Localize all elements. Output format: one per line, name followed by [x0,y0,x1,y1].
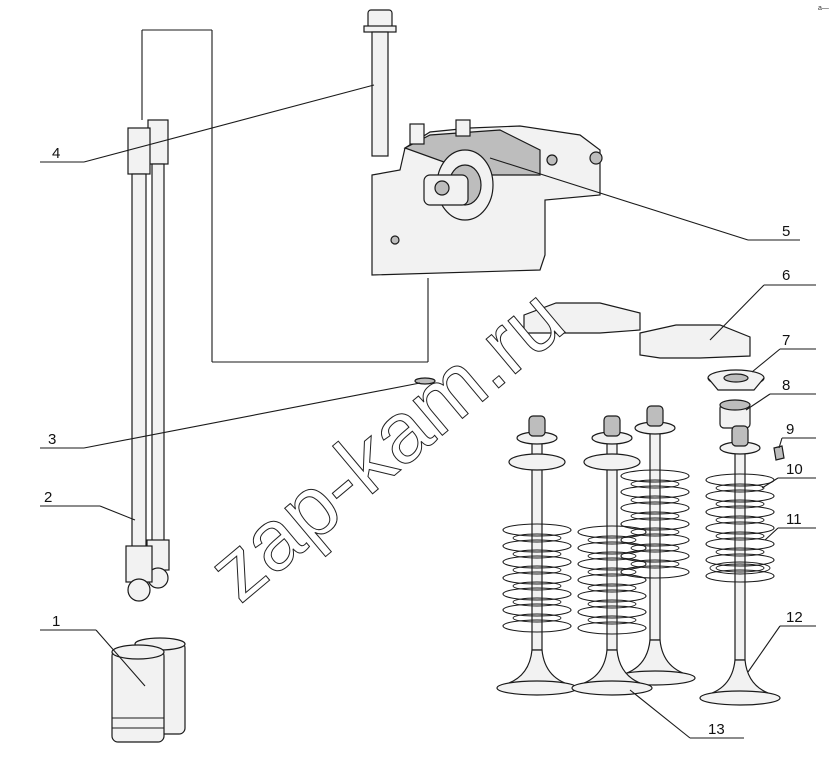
part-5-rocker-assembly [371,119,603,276]
callout-10: 10 [786,461,803,478]
part-8-valve-stem-seal [719,399,751,429]
part-2-push-rods [125,119,170,602]
part-9-collet [773,445,785,461]
callout-12: 12 [786,609,803,626]
callout-11: 11 [786,511,802,528]
callout-13: 13 [708,721,725,738]
callout-8: 8 [782,377,790,394]
valve-assembly-2 [614,405,696,686]
part-7-spring-retainer [707,369,765,391]
callout-9: 9 [786,421,794,438]
valve-assembly-1 [496,415,578,696]
valve-assembly-3 [571,415,653,696]
callout-4: 4 [52,145,60,162]
callout-3: 3 [48,431,56,448]
callout-6: 6 [782,267,790,284]
callout-5: 5 [782,223,790,240]
part-3-ring [414,377,436,385]
part-6-valve-bridges [523,302,751,359]
callout-1: 1 [52,613,60,630]
leader-lines [40,84,816,739]
callout-2: 2 [44,489,52,506]
callout-7: 7 [782,332,790,349]
part-4-bolt [363,9,397,157]
corner-mark: a— [818,5,829,12]
part-10-11-12-valve-with-springs [699,425,781,706]
part-1-tappet [111,637,186,743]
